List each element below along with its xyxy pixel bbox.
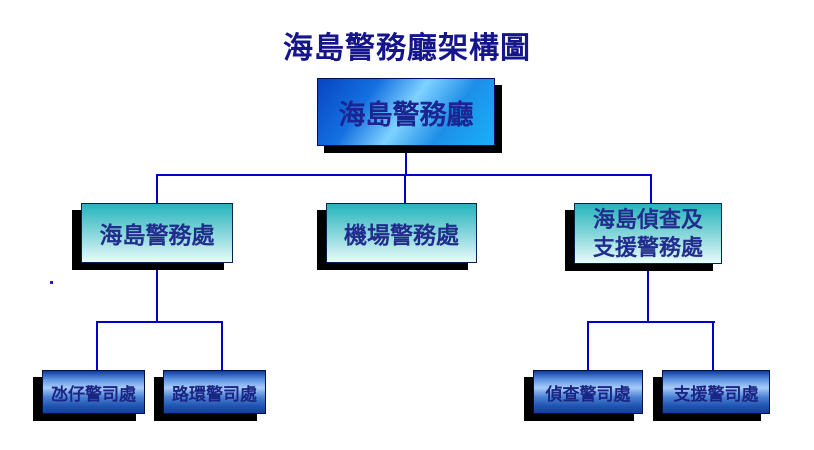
- page-title: 海島警務廳架構圖: [283, 32, 531, 65]
- org-box-sub-label: 氹仔警司處: [51, 384, 136, 404]
- connector-drop-dept1: [156, 174, 158, 203]
- org-box-sub-label: 支援警司處: [673, 384, 759, 404]
- org-box-sub-investigation: 偵查警司處: [533, 370, 643, 414]
- org-box-sub-coloane: 路環警司處: [163, 370, 266, 414]
- connector-dept1-to-bus: [156, 263, 158, 322]
- org-box-sub-label: 偵查警司處: [545, 384, 631, 404]
- org-box-dept-label: 海島警務處: [99, 222, 215, 248]
- org-box-dept-label-line2: 支援警務處: [592, 234, 703, 260]
- connector-dept3-children-bus: [587, 321, 715, 323]
- stray-mark: [50, 281, 53, 284]
- connector-drop-dept2: [404, 174, 406, 203]
- connector-dept1-children-bus: [96, 321, 223, 323]
- org-box-root-label: 海島警務廳: [338, 99, 474, 130]
- connector-drop-sub2: [221, 321, 223, 370]
- connector-drop-sub1: [96, 321, 98, 370]
- org-box-dept-airport-police: 機場警務處: [326, 203, 477, 263]
- org-box-dept-investigation-support: 海島偵查及 支援警務處: [574, 203, 722, 264]
- org-box-sub-label: 路環警司處: [172, 384, 257, 404]
- org-box-sub-support: 支援警司處: [662, 370, 770, 414]
- org-box-root: 海島警務廳: [317, 78, 495, 146]
- connector-drop-dept3: [650, 174, 652, 203]
- connector-dept3-to-bus: [647, 264, 649, 322]
- org-box-dept-label-line1: 海島偵查及: [592, 206, 703, 232]
- connector-drop-sub4: [712, 321, 714, 370]
- connector-drop-sub3: [587, 321, 589, 370]
- connector-root-to-bus: [405, 146, 407, 175]
- org-box-dept-island-police: 海島警務處: [81, 203, 233, 263]
- org-box-sub-taipa: 氹仔警司處: [42, 370, 145, 414]
- org-box-dept-label: 機場警務處: [344, 222, 459, 248]
